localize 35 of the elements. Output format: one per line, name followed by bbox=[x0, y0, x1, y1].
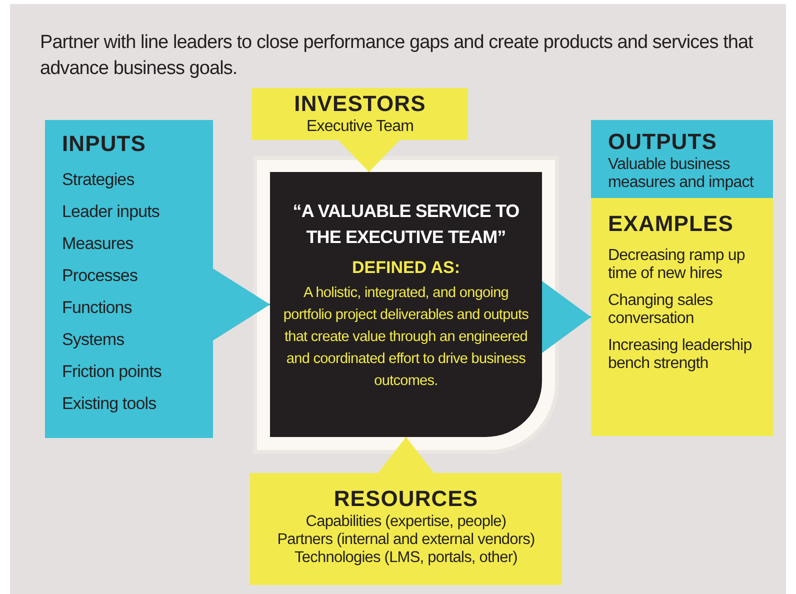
example-item: Increasing leadership bench strength bbox=[608, 337, 753, 373]
subheading: DEFINED AS: bbox=[352, 257, 460, 279]
definition-box bbox=[270, 172, 542, 437]
list-item: Friction points bbox=[62, 362, 162, 382]
inputs-panel bbox=[45, 120, 213, 438]
arrow bbox=[213, 268, 270, 340]
list-item: Leader inputs bbox=[62, 202, 160, 222]
description: Valuable business measures and impact bbox=[608, 156, 755, 192]
example-item: Changing sales conversation bbox=[608, 292, 714, 328]
list-item: Strategies bbox=[62, 170, 136, 190]
example-item: Decreasing ramp up time of new hires bbox=[608, 247, 746, 283]
heading: EXAMPLES bbox=[608, 210, 734, 238]
outputs-box bbox=[591, 120, 773, 198]
arrow bbox=[338, 140, 400, 172]
list-item: Systems bbox=[62, 330, 126, 350]
definition-text: A holistic, integrated, and ongoing portfolio project deliverables and outputs that create value through an engineered and coordinated effort to drive business outcomes. bbox=[282, 284, 530, 391]
list-item: Processes bbox=[62, 266, 139, 286]
arrow bbox=[542, 281, 591, 353]
heading: RESOURCES bbox=[334, 485, 478, 513]
subtitle: Executive Team bbox=[306, 118, 414, 136]
heading: INPUTS bbox=[62, 130, 147, 158]
list-item: Measures bbox=[62, 234, 134, 254]
intro-text: Partner with line leaders to close performance gaps and create products and services that advance business goals. bbox=[40, 31, 754, 81]
heading: INVESTORS bbox=[294, 90, 426, 118]
list-item: Existing tools bbox=[62, 394, 158, 414]
resources-box bbox=[250, 473, 562, 585]
resource-item: Technologies (LMS, portals, other) bbox=[294, 549, 518, 567]
quote-heading: “A VALUABLE SERVICE TO THE EXECUTIVE TEAM” bbox=[292, 200, 520, 249]
resource-item: Partners (internal and external vendors) bbox=[277, 531, 535, 549]
arrow bbox=[378, 437, 434, 473]
investors-box bbox=[252, 88, 468, 140]
list-item: Functions bbox=[62, 298, 133, 318]
heading: OUTPUTS bbox=[608, 128, 718, 156]
examples-panel bbox=[591, 198, 773, 436]
resource-item: Capabilities (expertise, people) bbox=[306, 513, 506, 531]
